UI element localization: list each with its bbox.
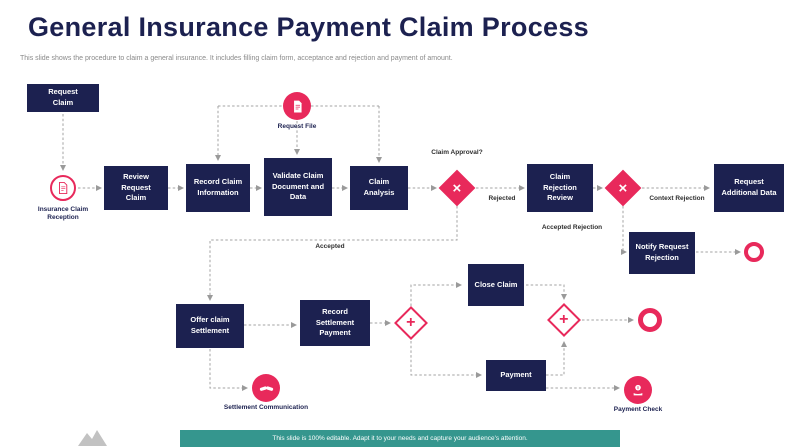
insurance-claim-reception-label: Insurance Claim Reception [37, 206, 89, 222]
connector [410, 282, 462, 306]
document-icon [59, 181, 68, 195]
settlement-communication-icon[interactable] [252, 374, 280, 402]
claim-approval-label: Claim Approval? [431, 149, 483, 156]
accepted-rejection-label: Accepted Rejection [541, 224, 603, 231]
node-record-claim-information[interactable]: Record Claim Information [186, 164, 250, 212]
node-request-claim[interactable]: Request Claim [27, 84, 99, 112]
connector [209, 349, 248, 391]
connector [207, 206, 458, 301]
node-request-additional-data[interactable]: Request Additional Data [714, 164, 784, 212]
coin-hand-icon [633, 384, 643, 396]
connector [546, 341, 567, 376]
page-title: General Insurance Payment Claim Process [28, 12, 589, 42]
end-event-rejection[interactable] [744, 242, 764, 262]
x-icon: × [452, 179, 462, 197]
footer-text: This slide is 100% editable. Adapt it to… [272, 435, 528, 442]
payment-check-label: Payment Check [613, 406, 663, 413]
footer-bar: This slide is 100% editable. Adapt it to… [180, 430, 620, 447]
node-review-request-claim[interactable]: Review Request Claim [104, 166, 168, 210]
x-icon: × [618, 179, 628, 197]
request-file-label: Request File [277, 123, 317, 130]
slide-subtitle: This slide shows the procedure to claim … [20, 55, 453, 62]
node-claim-analysis[interactable]: Claim Analysis [350, 166, 408, 210]
handshake-icon [259, 385, 273, 391]
rejected-label: Rejected [488, 195, 516, 202]
connector [410, 341, 482, 378]
insurance-claim-reception-icon[interactable] [50, 175, 76, 201]
request-file-icon[interactable] [283, 92, 311, 120]
payment-check-icon[interactable] [624, 376, 652, 404]
node-payment[interactable]: Payment [486, 360, 546, 391]
plus-icon: + [559, 311, 569, 328]
node-notify-request-rejection[interactable]: Notify Request Rejection [629, 232, 695, 274]
node-close-claim[interactable]: Close Claim [468, 264, 524, 306]
node-record-settlement-payment[interactable]: Record Settlement Payment [300, 300, 370, 346]
watermark-logo [78, 430, 107, 446]
node-validate-claim-document[interactable]: Validate Claim Document and Data [264, 158, 332, 216]
accepted-label: Accepted [315, 243, 345, 250]
context-rejection-label: Context Rejection [649, 195, 705, 202]
node-claim-rejection-review[interactable]: Claim Rejection Review [527, 164, 593, 212]
connector [621, 206, 627, 255]
end-event-settlement[interactable] [638, 308, 662, 332]
connector [526, 284, 567, 300]
file-icon [293, 100, 302, 112]
settlement-communication-label: Settlement Communication [223, 404, 309, 411]
node-offer-claim-settlement[interactable]: Offer claim Settlement [176, 304, 244, 348]
plus-icon: + [406, 314, 416, 331]
